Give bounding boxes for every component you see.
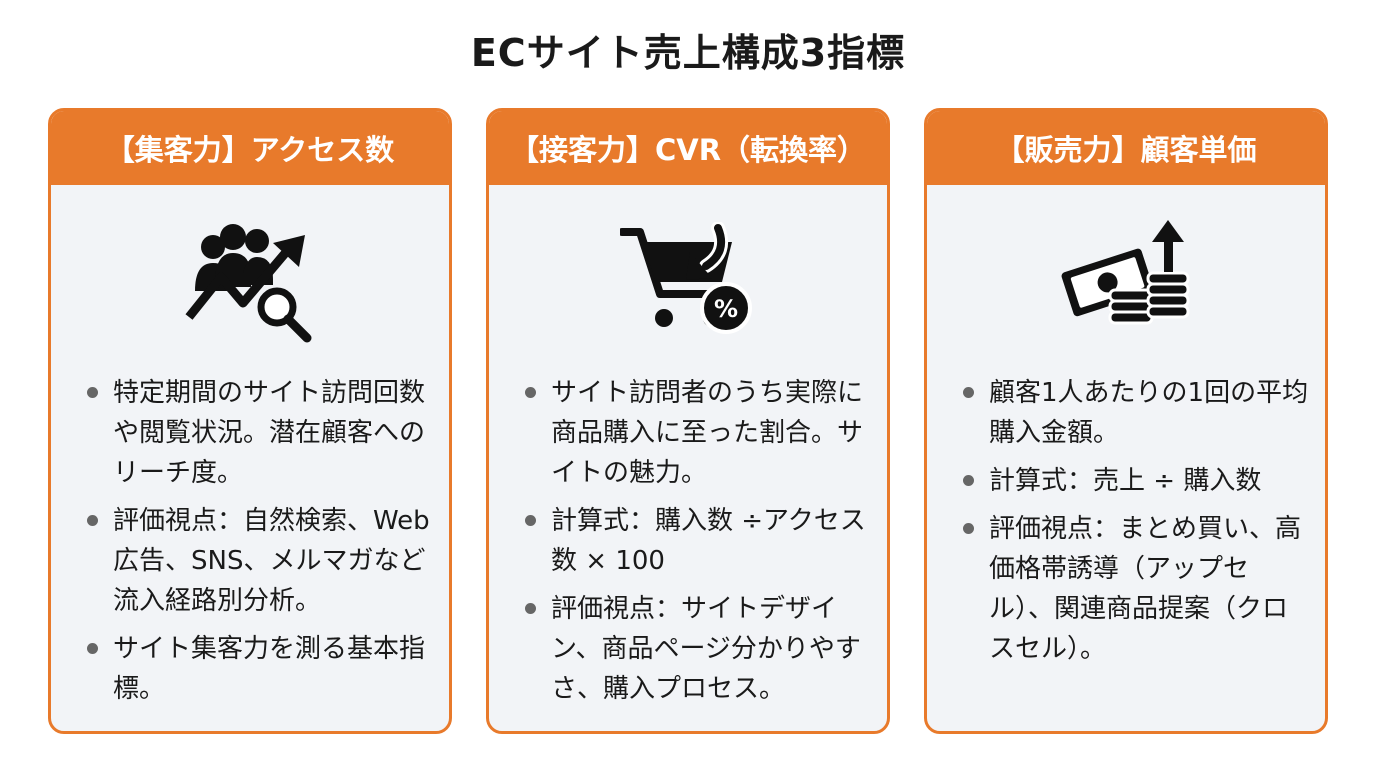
- bullet-list: 顧客1人あたりの1回の平均購入金額。 計算式：売上 ÷ 購入数 評価視点：まとめ…: [959, 373, 1309, 677]
- svg-text:%: %: [714, 295, 738, 323]
- card-header-unit-price: 【販売力】顧客単価: [927, 111, 1325, 185]
- bullet-text: 計算式：購入数 ÷アクセス数 × 100: [551, 506, 866, 576]
- list-item: 特定期間のサイト訪問回数や閲覧状況。潜在顧客へのリーチ度。: [83, 373, 433, 493]
- card-access: 【集客力】アクセス数 特定期間のサイト訪問回数や閲覧状: [48, 108, 452, 734]
- bullet-dot: [87, 387, 98, 398]
- bullet-dot: [963, 475, 974, 486]
- card-header-access: 【集客力】アクセス数: [51, 111, 449, 185]
- bullet-list: サイト訪問者のうち実際に商品購入に至った割合。サイトの魅力。 計算式：購入数 ÷…: [521, 373, 871, 717]
- list-item: 評価視点：自然検索、Web広告、SNS、メルマガなど流入経路別分析。: [83, 501, 433, 621]
- bullet-dot: [87, 643, 98, 654]
- bullet-dot: [525, 515, 536, 526]
- bullet-dot: [963, 523, 974, 534]
- card-unit-price: 【販売力】顧客単価: [924, 108, 1328, 734]
- bullet-list: 特定期間のサイト訪問回数や閲覧状況。潜在顧客へのリーチ度。 評価視点：自然検索、…: [83, 373, 433, 717]
- bullet-text: 特定期間のサイト訪問回数や閲覧状況。潜在顧客へのリーチ度。: [113, 378, 426, 488]
- list-item: 評価視点：まとめ買い、高価格帯誘導（アップセル）、関連商品提案（クロスセル）。: [959, 509, 1309, 669]
- bullet-dot: [963, 387, 974, 398]
- list-item: サイト集客力を測る基本指標。: [83, 629, 433, 709]
- indicator-cards: 【集客力】アクセス数 特定期間のサイト訪問回数や閲覧状: [48, 108, 1330, 736]
- bullet-text: サイト集客力を測る基本指標。: [113, 634, 426, 704]
- card-header-cvr: 【接客力】CVR（転換率）: [489, 111, 887, 185]
- bullet-text: 評価視点：自然検索、Web広告、SNS、メルマガなど流入経路別分析。: [113, 506, 430, 616]
- people-growth-magnifier-icon: [51, 215, 449, 345]
- bullet-dot: [87, 515, 98, 526]
- list-item: 顧客1人あたりの1回の平均購入金額。: [959, 373, 1309, 453]
- bullet-text: 評価視点：サイトデザイン、商品ページ分かりやすさ、購入プロセス。: [551, 594, 861, 704]
- list-item: 評価視点：サイトデザイン、商品ページ分かりやすさ、購入プロセス。: [521, 589, 871, 709]
- bullet-text: 評価視点：まとめ買い、高価格帯誘導（アップセル）、関連商品提案（クロスセル）。: [989, 514, 1302, 664]
- card-cvr: 【接客力】CVR（転換率） % サイト訪問者のうち実際に商品購入に至った割合。サ…: [486, 108, 890, 734]
- list-item: サイト訪問者のうち実際に商品購入に至った割合。サイトの魅力。: [521, 373, 871, 493]
- bullet-dot: [525, 387, 536, 398]
- page-title: ECサイト売上構成3指標: [470, 31, 906, 75]
- money-coins-up-icon: [927, 215, 1325, 345]
- bullet-text: サイト訪問者のうち実際に商品購入に至った割合。サイトの魅力。: [551, 378, 864, 488]
- list-item: 計算式：購入数 ÷アクセス数 × 100: [521, 501, 871, 581]
- cart-percent-icon: %: [489, 215, 887, 345]
- bullet-text: 顧客1人あたりの1回の平均購入金額。: [989, 378, 1309, 448]
- bullet-dot: [525, 603, 536, 614]
- list-item: 計算式：売上 ÷ 購入数: [959, 461, 1309, 501]
- bullet-text: 計算式：売上 ÷ 購入数: [989, 466, 1262, 496]
